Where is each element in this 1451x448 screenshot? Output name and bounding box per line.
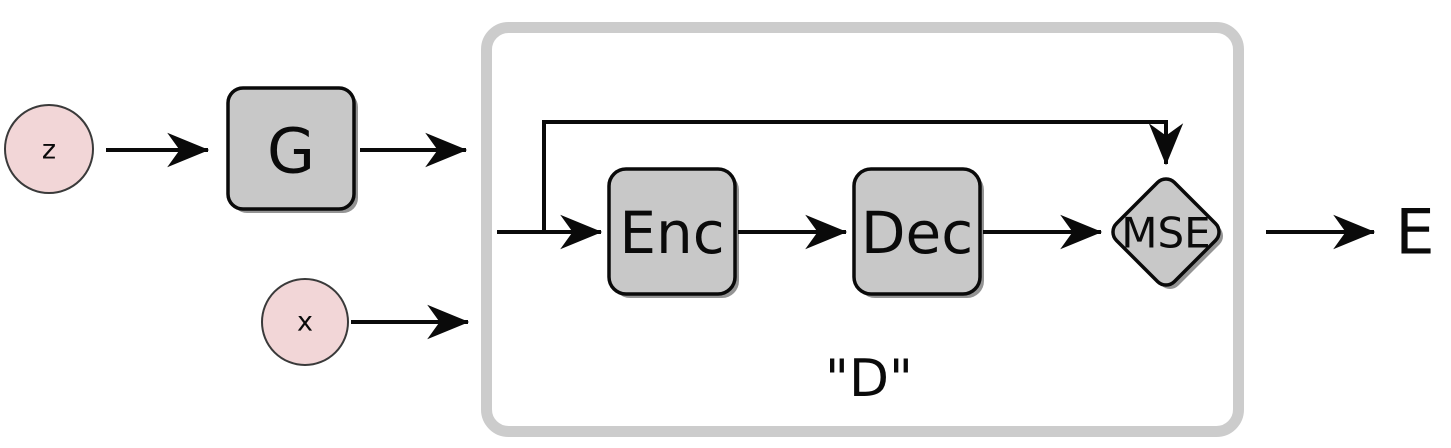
- node-encoder: Enc: [607, 167, 739, 298]
- node-decoder: Dec: [852, 167, 984, 298]
- edge-group: [106, 120, 1376, 340]
- node-decoder-label: Dec: [861, 199, 973, 267]
- container-label: "D": [825, 349, 913, 409]
- node-noise-z: z: [4, 104, 94, 194]
- node-generator-g-label: G: [267, 115, 315, 188]
- edge-skip-to-mse: [542, 120, 1184, 232]
- node-output-e-label: E: [1395, 196, 1434, 269]
- node-real-input-x-label: x: [297, 307, 313, 338]
- node-noise-z-label: z: [42, 135, 56, 166]
- node-mse-label: MSE: [1121, 209, 1210, 258]
- node-encoder-label: Enc: [619, 199, 724, 267]
- node-generator-g: G: [226, 86, 358, 213]
- node-mse: MSE: [1111, 177, 1224, 290]
- node-real-input-x: x: [261, 278, 349, 366]
